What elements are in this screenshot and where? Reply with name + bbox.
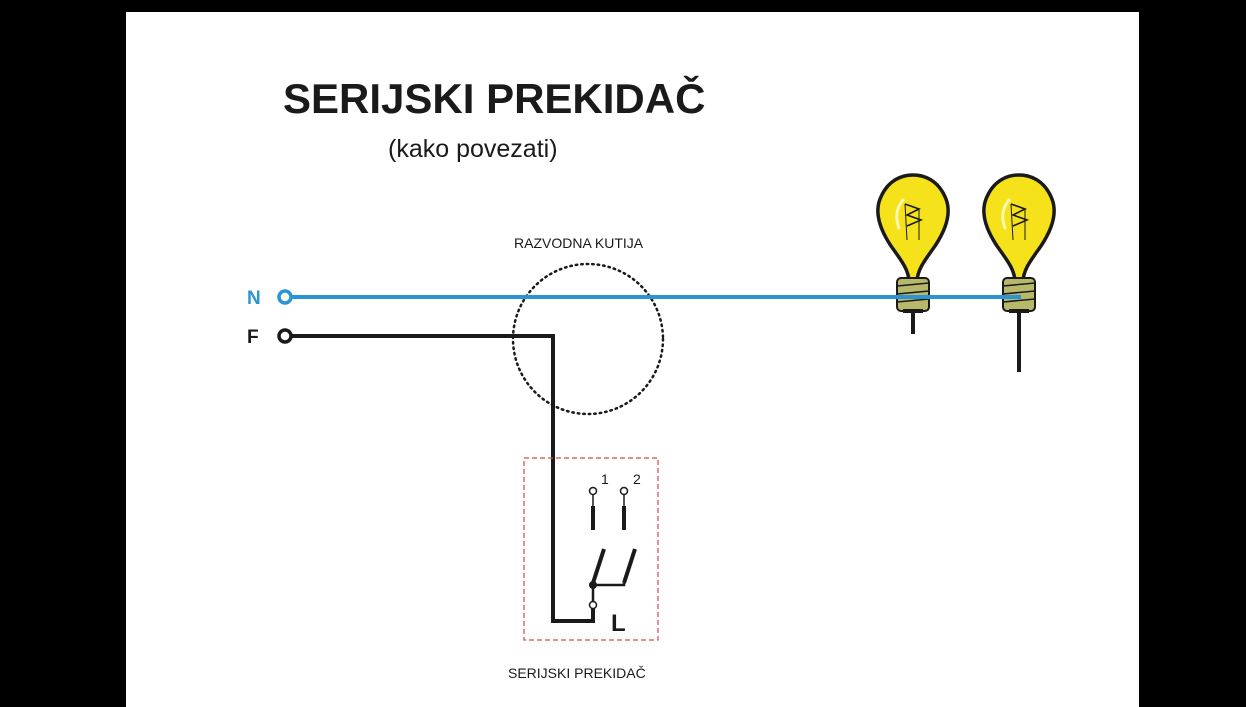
junction-box-circle (511, 262, 665, 416)
switch-label: SERIJSKI PREKIDAČ (508, 665, 646, 681)
phase-label: F (247, 327, 259, 348)
diagram-title: SERIJSKI PREKIDAČ (283, 74, 705, 122)
wiring-diagram: SERIJSKI PREKIDAČ (kako povezati) RAZVOD… (247, 74, 1056, 681)
junction-box-label: RAZVODNA KUTIJA (514, 235, 644, 251)
neutral-terminal (277, 289, 293, 305)
contact-1-terminal (588, 486, 598, 496)
contact-2-label: 2 (633, 471, 641, 487)
switch-l-terminal (588, 600, 598, 610)
neutral-label: N (247, 288, 261, 309)
phase-wire (291, 334, 595, 623)
switch-box (523, 457, 659, 641)
series-switch-symbol (588, 486, 637, 610)
diagram-slide: SERIJSKI PREKIDAČ (kako povezati) RAZVOD… (126, 12, 1139, 707)
light-bulb-1-icon (876, 173, 950, 334)
contact-2-terminal (619, 486, 629, 496)
contact-1-label: 1 (601, 471, 609, 487)
light-bulb-2-icon (982, 173, 1056, 372)
switch-common-label: L (611, 610, 626, 637)
diagram-subtitle: (kako povezati) (388, 135, 558, 163)
phase-terminal (277, 328, 293, 344)
